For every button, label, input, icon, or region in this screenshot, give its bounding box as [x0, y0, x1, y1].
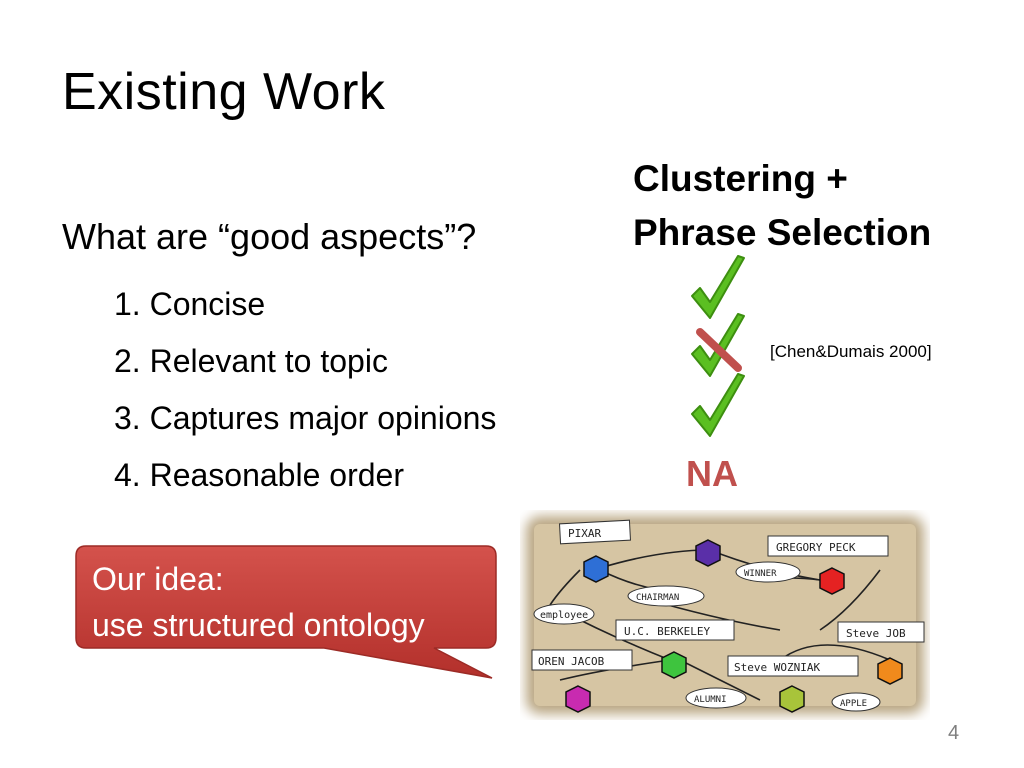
column-heading: Clustering + Phrase Selection: [633, 152, 931, 260]
check-icon: [691, 255, 745, 319]
graph-label: PIXAR: [568, 527, 601, 540]
node-cube-icon: [565, 685, 591, 713]
column-heading-line2: Phrase Selection: [633, 212, 932, 253]
criteria-item: 3. Captures major opinions: [114, 400, 497, 436]
node-cube-icon: [877, 657, 903, 685]
na-label: NA: [686, 453, 738, 494]
citation: [Chen&Dumais 2000]: [770, 342, 932, 361]
graph-label: GREGORY PECK: [776, 541, 856, 554]
graph-label: WINNER: [744, 569, 777, 579]
callout-bubble: [75, 545, 497, 679]
slide-title: Existing Work: [62, 63, 386, 121]
node-cube-icon: [819, 567, 845, 595]
graph-label: APPLE: [840, 699, 867, 709]
criteria-list: 1. Concise 2. Relevant to topic 3. Captu…: [114, 282, 496, 510]
callout-line1: Our idea:: [92, 561, 224, 597]
graph-label: CHAIRMAN: [636, 593, 679, 603]
node-cube-icon: [695, 539, 721, 567]
page-number: 4: [948, 722, 960, 744]
graph-label: Steve JOB: [846, 627, 906, 640]
check-icon: [691, 373, 745, 437]
column-heading-line1: Clustering +: [633, 158, 848, 199]
callout-text: Our idea: use structured ontology: [92, 556, 425, 648]
question-text: What are “good aspects”?: [62, 216, 477, 257]
graph-label: ALUMNI: [694, 695, 727, 705]
graph-label: Steve WOZNIAK: [734, 661, 820, 674]
criteria-item: 1. Concise: [114, 286, 266, 322]
node-cube-icon: [779, 685, 805, 713]
graph-label: OREN JACOB: [538, 655, 605, 668]
callout-line2: use structured ontology: [92, 607, 425, 643]
node-cube-icon: [661, 651, 687, 679]
criteria-item: 4. Reasonable order: [114, 457, 404, 493]
node-cube-icon: [583, 555, 609, 583]
graph-label: U.C. BERKELEY: [624, 625, 710, 638]
crossed-check-icon: [691, 313, 745, 377]
criteria-item: 2. Relevant to topic: [114, 343, 388, 379]
ontology-graph-image: PIXAR GREGORY PECK WINNER employee CHAIR…: [526, 516, 925, 714]
graph-label: employee: [540, 610, 588, 621]
